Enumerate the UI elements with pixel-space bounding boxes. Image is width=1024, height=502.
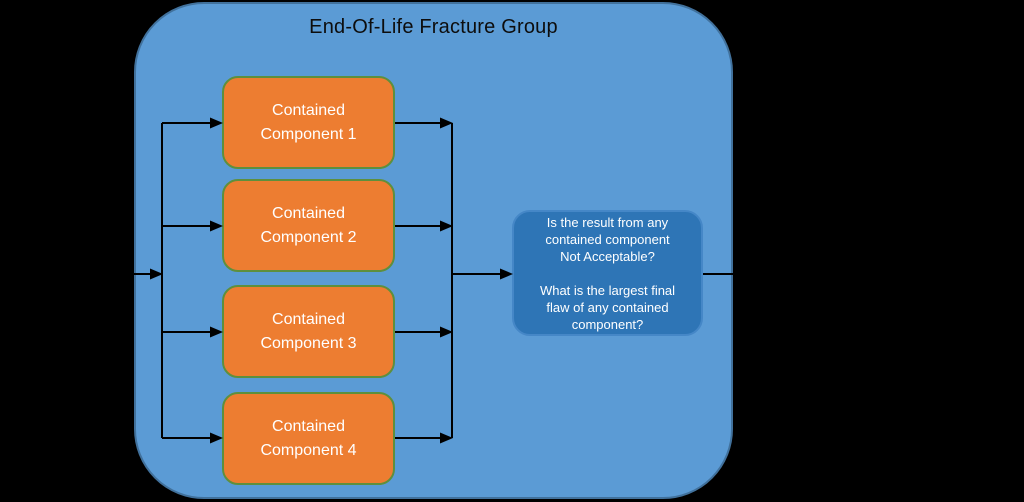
diagram-title: End-Of-Life Fracture Group [309,16,558,38]
contained-component-3-label: Contained Component 3 [260,310,357,352]
decision-box: Is the result from any contained compone… [512,210,703,336]
contained-component-1-box: Contained Component 1 [222,76,395,169]
contained-component-3-box: Contained Component 3 [222,285,395,378]
contained-component-2-label: Contained Component 2 [260,204,357,246]
contained-component-1-label: Contained Component 1 [260,101,357,143]
contained-component-4-label: Contained Component 4 [260,417,357,459]
decision-text: Is the result from any contained compone… [539,214,676,332]
contained-component-4-box: Contained Component 4 [222,392,395,485]
contained-component-2-box: Contained Component 2 [222,179,395,272]
